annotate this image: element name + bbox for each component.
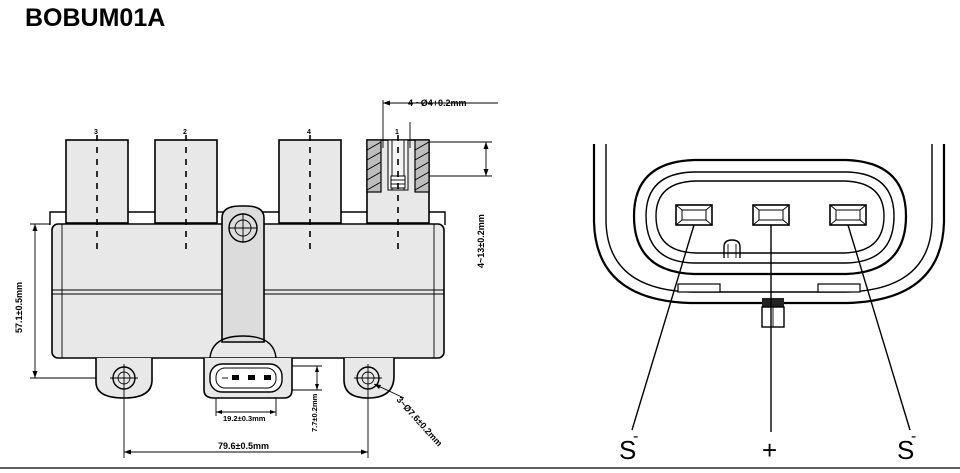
tower-label-4: 4 (307, 129, 311, 136)
center-strap (221, 205, 265, 343)
dim-connector-width: 19.2±0.3mm (223, 414, 266, 423)
coil-front-view: 3 2 4 1 (14, 98, 498, 458)
pin-label-right-sup: - (911, 428, 916, 445)
pin-label-left-sup: - (633, 428, 638, 445)
connector-pinout-view: S - + S - (592, 144, 946, 465)
tower-label-2: 2 (183, 129, 187, 136)
pin-center (752, 204, 790, 226)
page-title: BOBUM01A (25, 4, 166, 32)
tower-label-3: 3 (94, 129, 98, 136)
dim-mount-spacing: 79.6±0.5mm (218, 441, 269, 451)
pin-left (675, 204, 713, 226)
tower-label-1: 1 (395, 129, 399, 136)
pin-right (829, 204, 867, 226)
pin-label-left: S (619, 435, 636, 465)
dim-tower-height: 4~13±0.2mm (476, 214, 486, 268)
dim-pin-hole: 4 ~Ø4+0.2mm (408, 98, 467, 108)
dim-body-height: 57.1±0.5mm (14, 282, 24, 333)
dim-mount-hole: 3~Ø7.6±0.2mm (395, 395, 445, 449)
dim-connector-height: 7.7±0.2mm (310, 393, 319, 432)
pin-label-center: + (762, 435, 777, 465)
pin-label-right: S (897, 435, 914, 465)
